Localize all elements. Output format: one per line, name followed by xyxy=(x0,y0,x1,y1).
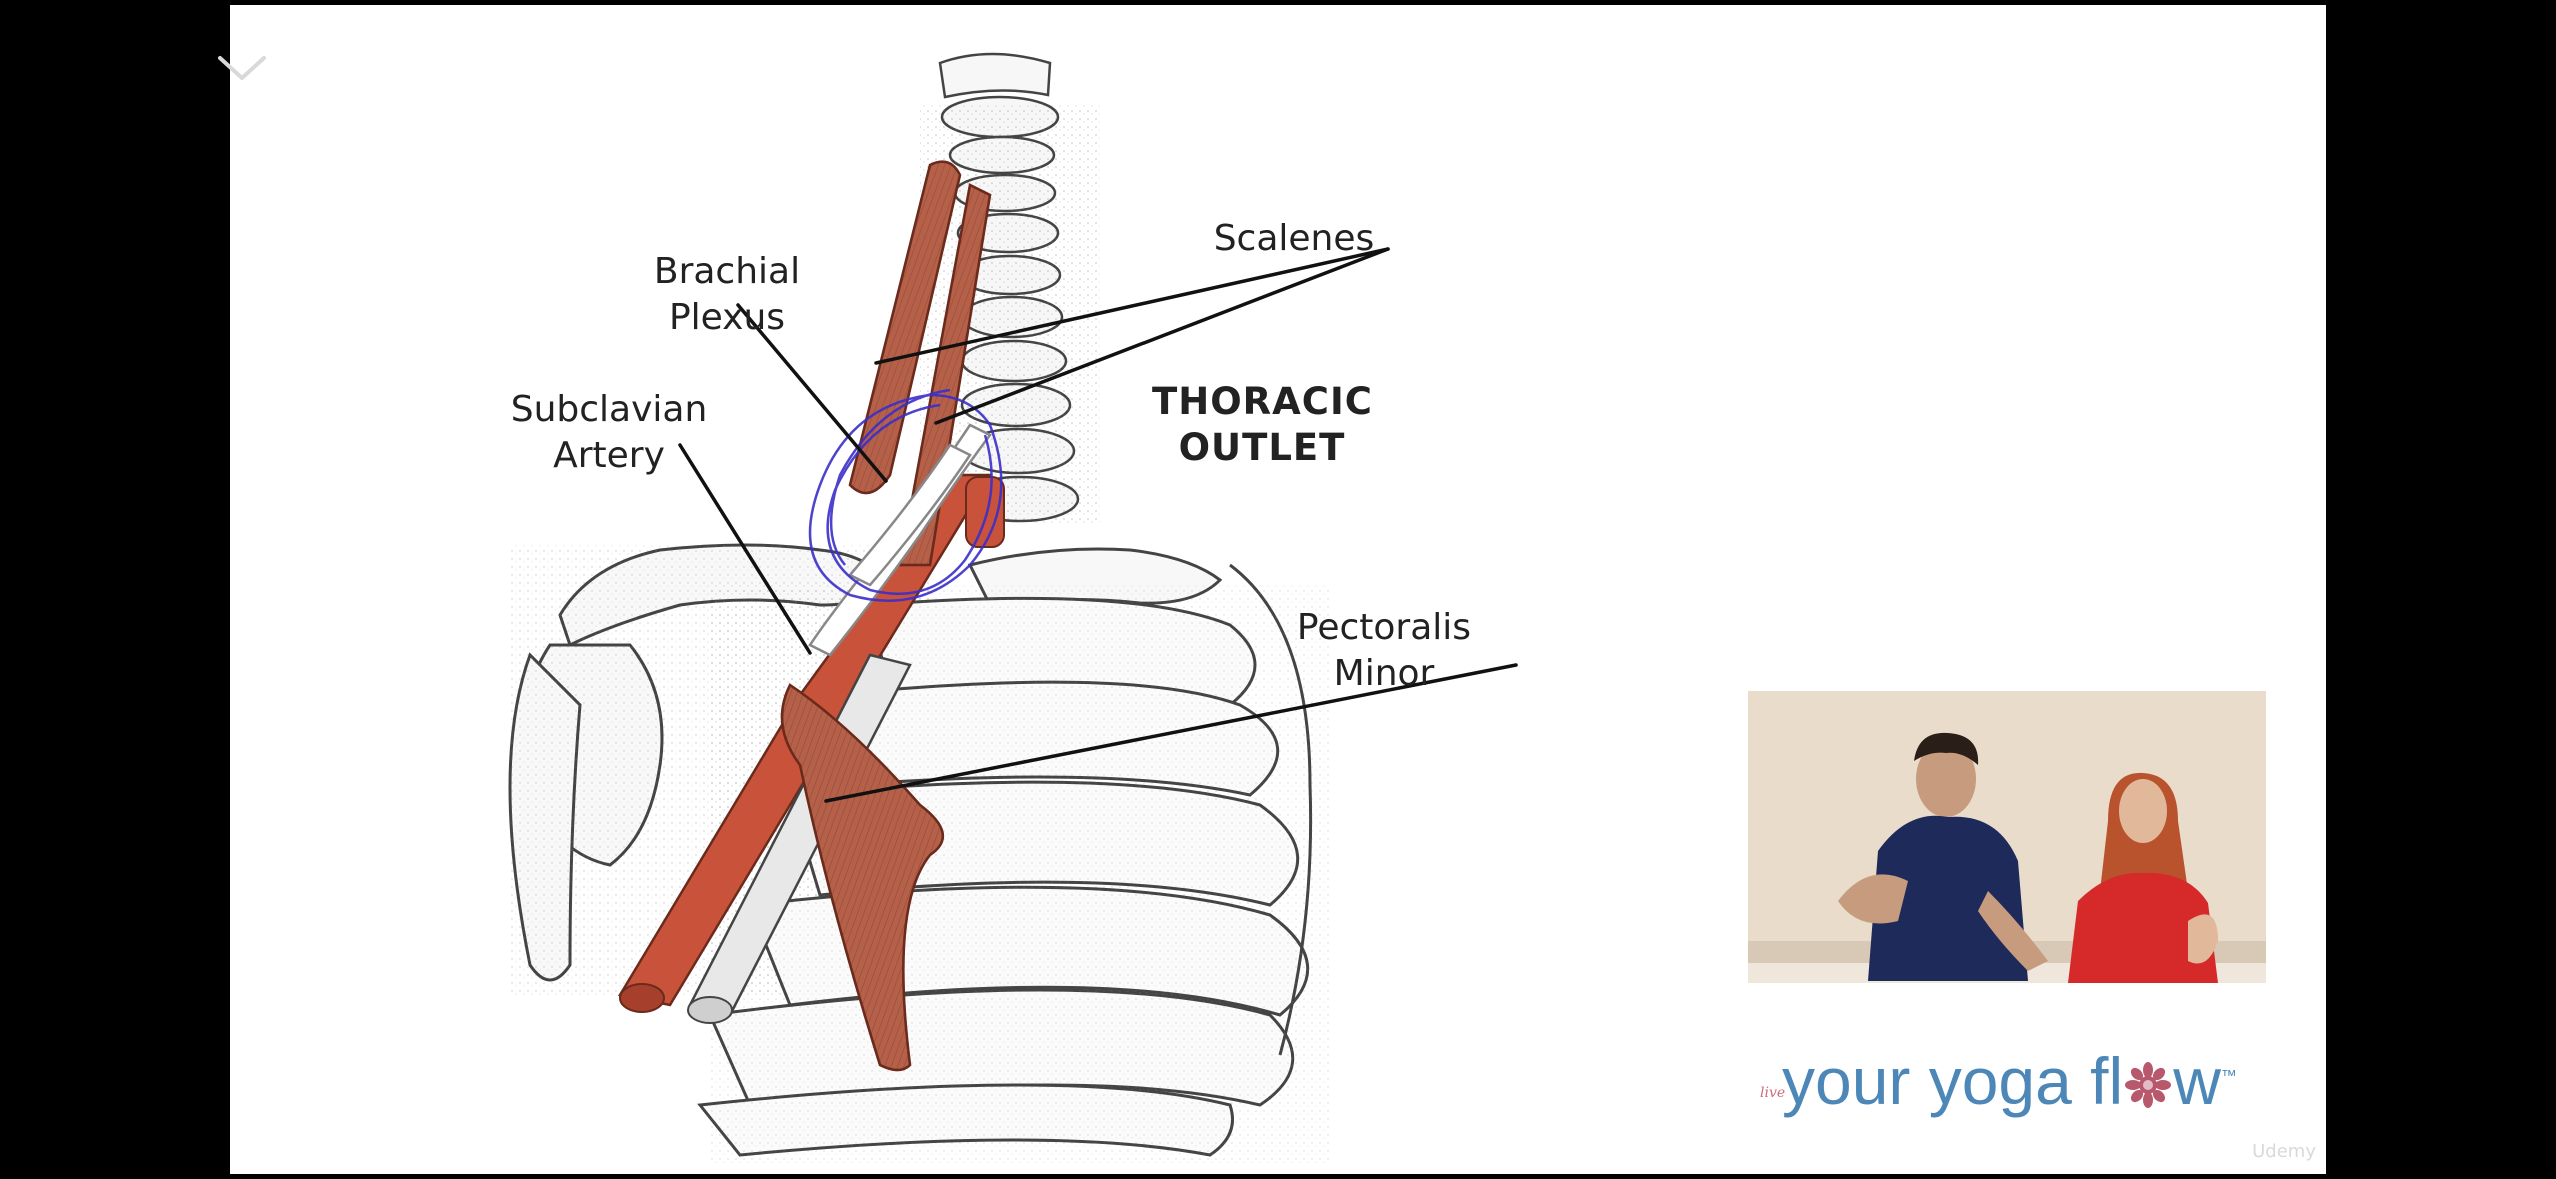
label-line: OUTLET xyxy=(1178,426,1346,469)
label-line: Subclavian xyxy=(510,389,708,430)
lecture-slide: Brachial Plexus Subclavian Artery Scalen… xyxy=(230,5,2326,1174)
label-line: Pectoralis xyxy=(1296,607,1472,648)
brand-logo: live your yoga fl w™ xyxy=(1760,1043,2290,1123)
brand-text-part: w xyxy=(2173,1044,2221,1118)
label-brachial-plexus: Brachial Plexus xyxy=(642,249,812,341)
label-line: Brachial xyxy=(653,251,801,292)
udemy-watermark: Udemy xyxy=(2252,1141,2316,1162)
chevron-down-icon xyxy=(218,56,266,80)
instructor-woman-figure xyxy=(2068,772,2218,983)
label-subclavian-artery: Subclavian Artery xyxy=(504,387,714,479)
rib-cage xyxy=(697,563,1330,1165)
label-line: THORACIC xyxy=(1152,380,1373,423)
leader-lines xyxy=(678,247,1518,803)
brand-wordmark: your yoga fl w™ xyxy=(1782,1043,2237,1119)
label-line: Plexus xyxy=(668,297,786,338)
label-line: Artery xyxy=(553,435,665,476)
trademark-symbol: ™ xyxy=(2220,1068,2237,1085)
label-line: Minor xyxy=(1333,653,1435,694)
thoracic-outlet-illustration xyxy=(508,52,1518,1165)
scalene-muscles xyxy=(848,160,992,567)
label-thoracic-outlet: THORACIC OUTLET xyxy=(1152,379,1372,471)
collapse-button[interactable] xyxy=(214,48,274,88)
brand-text-part: your yoga fl xyxy=(1782,1044,2124,1118)
label-scalenes: Scalenes xyxy=(1194,216,1394,262)
instructor-man-figure xyxy=(1838,732,2048,981)
brand-prefix: live xyxy=(1760,1085,1786,1101)
mandala-icon xyxy=(2125,1062,2172,1108)
label-line: Scalenes xyxy=(1213,218,1375,259)
annotation-circle xyxy=(808,388,1003,602)
label-pectoralis-minor: Pectoralis Minor xyxy=(1254,605,1514,697)
pectoralis-minor-muscle xyxy=(780,683,945,1072)
instructor-video-inset xyxy=(1748,691,2266,983)
